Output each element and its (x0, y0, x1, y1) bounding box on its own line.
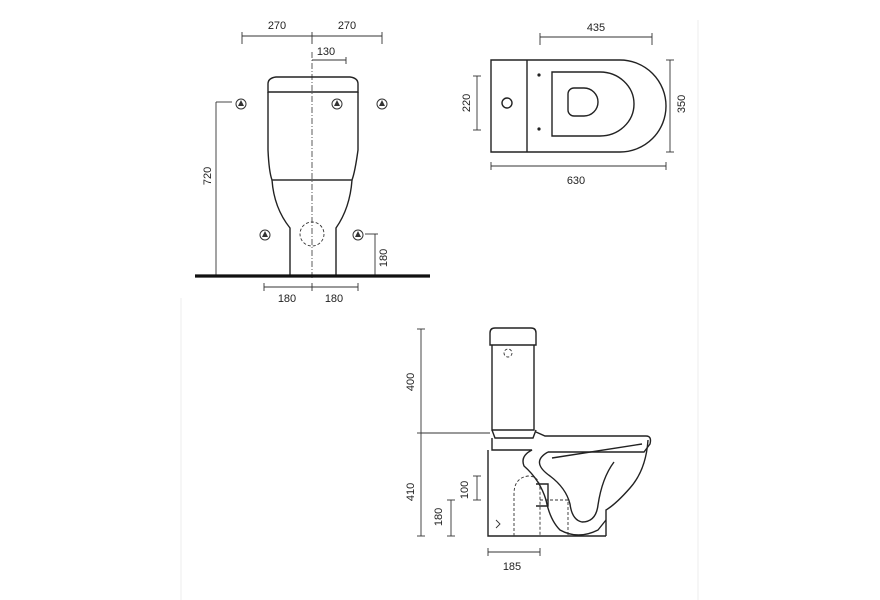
dim-tank-width: 220 (461, 94, 473, 112)
side-tank-base (491, 429, 537, 439)
side-base (487, 450, 606, 537)
side-bowl-front (605, 439, 649, 536)
side-outlet-dashed (513, 475, 541, 536)
flush-button-icon (501, 97, 513, 109)
hinge-dot (537, 127, 541, 131)
top-view: 435 220 350 630 (461, 22, 688, 187)
dim-tank-height: 400 (405, 373, 417, 391)
fixing-mark (495, 519, 501, 529)
fixing-point-icon (235, 98, 247, 110)
fixing-point-icon (331, 98, 343, 110)
dim-total-width: 350 (676, 95, 688, 113)
dim-base-left: 180 (278, 293, 296, 305)
side-trap-inner (538, 451, 615, 523)
side-outlet-dashed-2 (540, 499, 569, 536)
dim-inlet-height: 180 (378, 249, 390, 267)
tank-lid (267, 76, 359, 93)
side-flush-button (503, 348, 513, 358)
dim-top-offset: 130 (317, 46, 335, 58)
top-outline (490, 59, 667, 153)
dim-width-left: 270 (268, 20, 286, 32)
side-view: 400 410 100 180 185 (405, 327, 652, 573)
tank-body (267, 92, 359, 181)
side-fixing-bracket (536, 483, 549, 507)
dim-height-total: 720 (202, 167, 214, 185)
side-bowl-rim (535, 431, 652, 453)
front-view: 270 270 130 720 180 (195, 20, 430, 305)
outlet-circle (299, 221, 325, 247)
bowl-opening (567, 87, 599, 117)
side-tank-lid (489, 327, 537, 346)
pedestal-right (335, 179, 353, 275)
dim-bowl-length: 435 (587, 22, 605, 34)
seat-outline (551, 71, 635, 137)
dim-outlet-depth: 185 (503, 561, 521, 573)
dim-bowl-height: 410 (405, 483, 417, 501)
dim-total-length: 630 (567, 175, 585, 187)
dim-outlet-upper: 100 (459, 481, 471, 499)
side-tank-body (491, 345, 535, 431)
fixing-point-icon (259, 229, 271, 241)
fixing-point-icon (376, 98, 388, 110)
dim-outlet-lower: 180 (433, 508, 445, 526)
pedestal-left (271, 179, 291, 275)
side-seat-line (551, 443, 643, 459)
dim-width-right: 270 (338, 20, 356, 32)
fixing-point-icon (352, 229, 364, 241)
hinge-dot (537, 73, 541, 77)
dim-base-right: 180 (325, 293, 343, 305)
